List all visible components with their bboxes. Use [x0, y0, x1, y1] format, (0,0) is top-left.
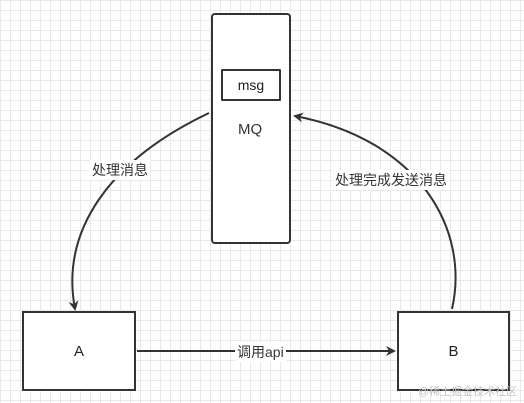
- msg-node: msg: [221, 69, 281, 101]
- edge-label-a-to-b: 调用api: [235, 342, 286, 362]
- edge-mq-to-a: [68, 112, 210, 311]
- watermark: @稀土掘金技术社区: [418, 386, 518, 398]
- edge-b-to-mq: [293, 112, 457, 310]
- mq-node: [211, 13, 291, 244]
- mq-label: MQ: [238, 121, 263, 138]
- edge-label-mq-to-a: 处理消息: [90, 160, 150, 180]
- edge-label-b-to-mq: 处理完成发送消息: [333, 170, 449, 190]
- node-b: B: [397, 311, 510, 391]
- node-a: A: [22, 311, 136, 391]
